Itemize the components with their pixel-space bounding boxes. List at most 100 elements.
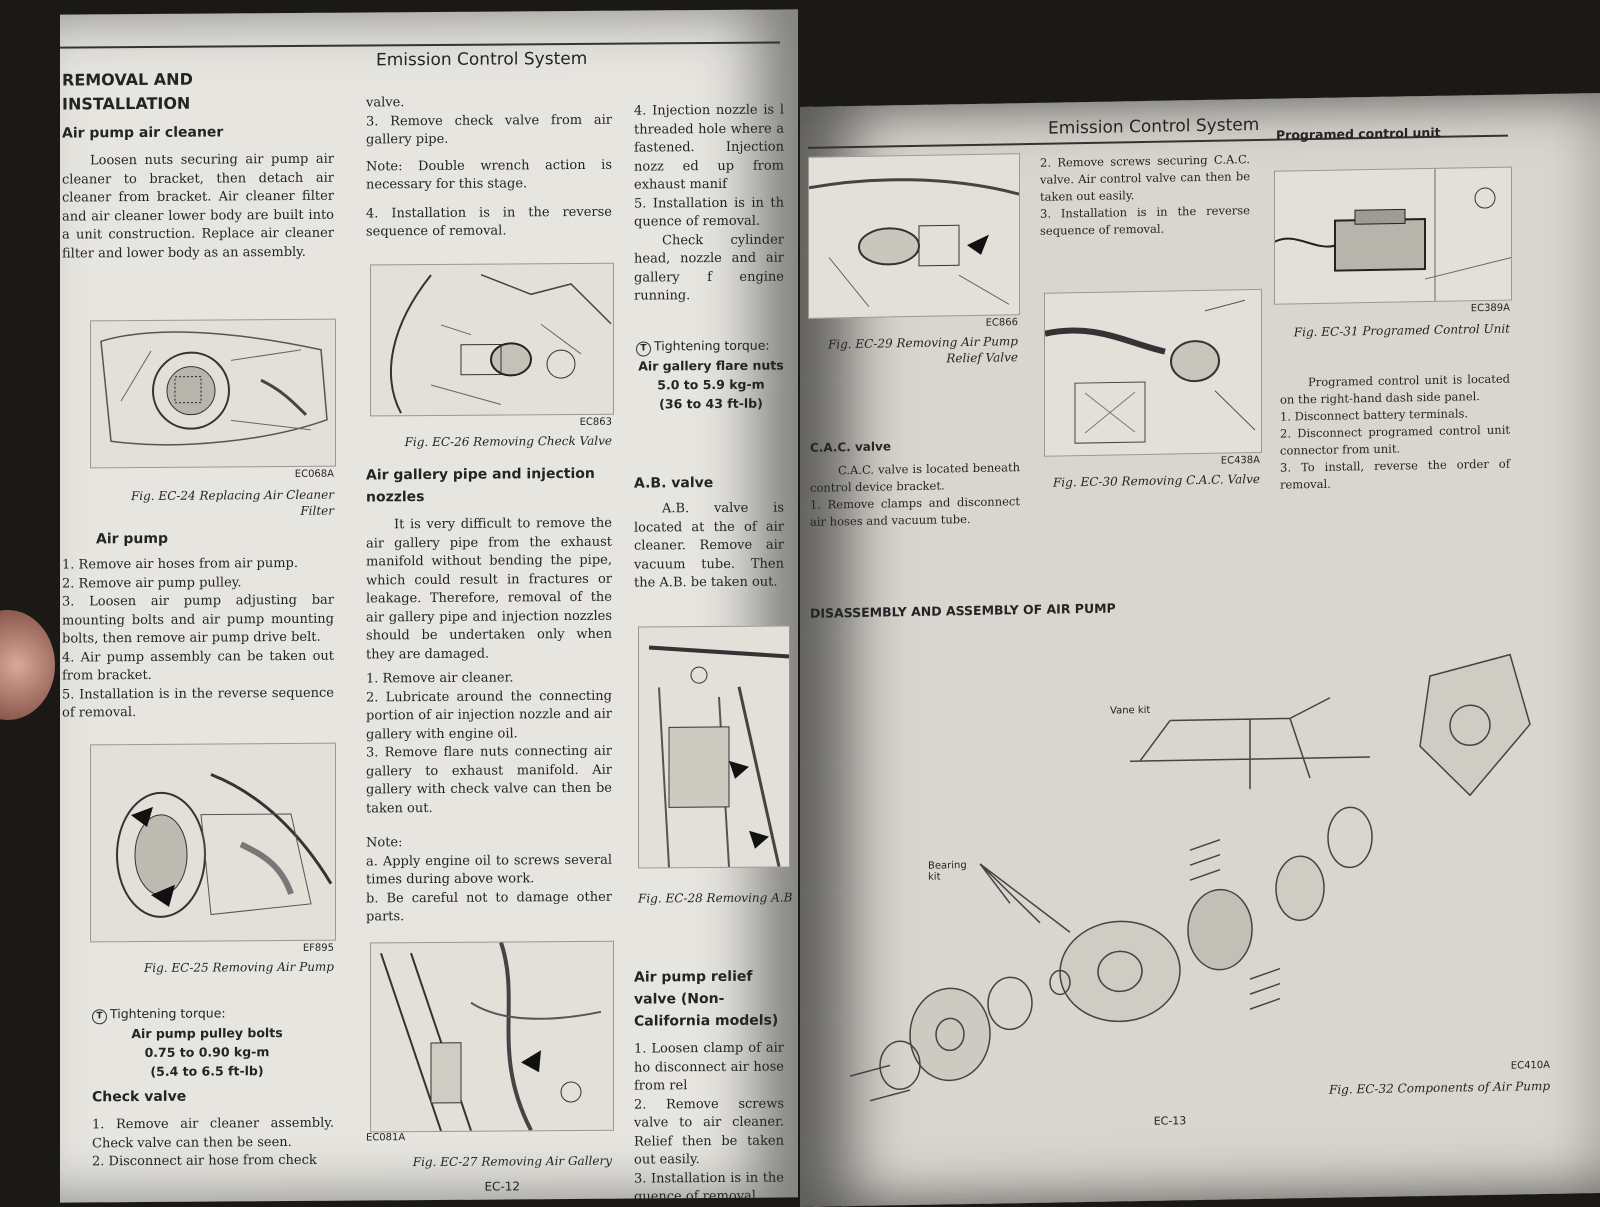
injection-step-4: 4. Injection nozzle is l threaded hole w… xyxy=(634,102,784,193)
fig24-caption: Fig. EC-24 Replacing Air Cleaner Filter xyxy=(130,487,334,518)
air-gallery-step: 1. Remove air cleaner. xyxy=(366,670,514,687)
injection-step-5: 5. Installation is in th quence of remov… xyxy=(634,195,784,230)
left-page: Emission Control System REMOVAL AND INST… xyxy=(60,9,798,1203)
arrow-icon xyxy=(749,830,769,849)
figure-ec26 xyxy=(370,262,614,417)
check-valve-cont: valve. xyxy=(366,95,405,111)
torque-item: Air pump pulley bolts xyxy=(131,1025,283,1042)
relief-step: 2. Remove screws valve to air cleaner. R… xyxy=(634,1096,784,1168)
figure-ec24 xyxy=(90,318,336,469)
check-valve-section: Check valve 1. Remove air cleaner assemb… xyxy=(62,1085,334,1172)
ab-valve-illustration xyxy=(648,645,789,868)
programed-control-heading: Programed control unit xyxy=(1276,124,1441,143)
fig26-code: EC863 xyxy=(579,416,612,428)
air-pump-section: Air pump 1. Remove air hoses from air pu… xyxy=(62,527,334,723)
right-column-2-top: 2. Remove screws securing C.A.C. valve. … xyxy=(1040,151,1250,240)
air-pump-step: 3. Loosen air pump adjusting bar mountin… xyxy=(62,592,334,647)
check-valve-step-4: 4. Installation is in the reverse sequen… xyxy=(366,204,612,240)
air-pump-illustration xyxy=(116,773,333,918)
torque-icon: T xyxy=(636,341,651,357)
torque-label: Tightening torque: xyxy=(654,337,770,354)
left-page-number: EC-12 xyxy=(484,1179,520,1194)
torque-value: 5.0 to 5.9 kg-m xyxy=(657,376,765,393)
torque-value-alt: (36 to 43 ft-lb) xyxy=(659,395,763,412)
vane-kit-label: Vane kit xyxy=(1110,704,1151,717)
injection-check-text: Check cylinder head, nozzle and air gall… xyxy=(634,232,784,304)
torque-item: Air gallery flare nuts xyxy=(638,357,784,374)
left-page-header: Emission Control System xyxy=(376,48,588,71)
right-page: Emission Control System EC866 Fig. EC-29… xyxy=(800,93,1600,1207)
fig28-caption: Fig. EC-28 Removing A.B xyxy=(638,890,793,906)
right-page-number: EC-13 xyxy=(1153,1114,1187,1128)
relief-valve-steps: 1. Loosen clamp of air ho disconnect air… xyxy=(634,1040,784,1203)
air-pump-steps: 1. Remove air hoses from air pump. 2. Re… xyxy=(62,555,334,723)
note2-item: b. Be careful not to damage other parts. xyxy=(366,889,612,925)
torque-value-alt: (5.4 to 6.5 ft-lb) xyxy=(150,1063,264,1079)
fig29-caption: Fig. EC-29 Removing Air Pump Relief Valv… xyxy=(827,334,1018,366)
right-page-header: Emission Control System xyxy=(1048,114,1260,139)
fig27-caption: Fig. EC-27 Removing Air Gallery xyxy=(412,1153,612,1170)
fig30-caption: Fig. EC-30 Removing C.A.C. Valve xyxy=(1052,471,1260,490)
note2-title: Note: xyxy=(366,835,403,851)
figure-ec30 xyxy=(1044,288,1262,457)
arrow-icon xyxy=(521,1050,541,1073)
fig24-code: EC068A xyxy=(294,468,334,480)
air-gallery-step: 2. Lubricate around the connecting porti… xyxy=(366,688,612,742)
figure-ec29 xyxy=(808,153,1020,319)
relief-valve-heading: Air pump relief valve (Non-California mo… xyxy=(634,968,779,1030)
air-pump-exploded-view xyxy=(849,653,1531,1102)
control-unit-illustration xyxy=(1275,168,1511,301)
air-cleaner-illustration xyxy=(100,331,328,446)
left-column-3-top: 4. Injection nozzle is l threaded hole w… xyxy=(634,102,784,307)
left-column-1: REMOVAL AND INSTALLATION Air pump air cl… xyxy=(62,67,334,264)
check-valve-step-3: 3. Remove check valve from air gallery p… xyxy=(366,112,612,148)
figure-ec31 xyxy=(1274,166,1512,305)
cac-step-2: 2. Remove screws securing C.A.C. valve. … xyxy=(1040,152,1250,204)
relief-step: 3. Installation is in the quence of remo… xyxy=(634,1170,784,1203)
check-valve-illustration xyxy=(390,273,612,414)
figure-ec27 xyxy=(370,940,614,1133)
fig27-code: EC081A xyxy=(366,1132,406,1144)
arrow-icon xyxy=(131,806,153,827)
check-valve-step: 1. Remove air cleaner assembly. Check va… xyxy=(92,1115,334,1151)
cac-step-1: 1. Remove clamps and disconnect air hose… xyxy=(810,494,1020,529)
air-pump-step: 5. Installation is in the reverse sequen… xyxy=(62,685,334,721)
air-pump-step: 1. Remove air hoses from air pump. xyxy=(62,555,299,573)
control-unit-step: 3. To install, reverse the order of remo… xyxy=(1280,456,1510,492)
cac-step-3: 3. Installation is in the reverse sequen… xyxy=(1040,203,1250,238)
arrow-icon xyxy=(729,760,749,779)
torque-value: 0.75 to 0.90 kg-m xyxy=(144,1044,270,1060)
fig25-code: EF895 xyxy=(302,942,334,954)
air-gallery-illustration xyxy=(380,941,602,1132)
fig31-caption: Fig. EC-31 Programed Control Unit xyxy=(1293,321,1510,340)
fig25-caption: Fig. EC-25 Removing Air Pump xyxy=(143,959,334,975)
relief-step: 1. Loosen clamp of air ho disconnect air… xyxy=(634,1040,784,1094)
ab-valve-heading: A.B. valve xyxy=(634,475,714,492)
arrow-icon xyxy=(967,234,989,255)
control-unit-step: 2. Disconnect programed control unit con… xyxy=(1280,422,1510,458)
section-title: REMOVAL AND INSTALLATION xyxy=(62,69,193,114)
note2-item: a. Apply engine oil to screws several ti… xyxy=(366,852,612,888)
fig30-code: EC438A xyxy=(1220,454,1260,467)
cac-valve-heading: C.A.C. valve xyxy=(810,439,891,455)
air-pump-step: 4. Air pump assembly can be taken out fr… xyxy=(62,648,334,684)
figure-ec28 xyxy=(638,625,790,869)
cac-valve-section: C.A.C. valve C.A.C. valve is located ben… xyxy=(810,433,1020,531)
air-gallery-section: Air gallery pipe and injection nozzles I… xyxy=(366,463,612,927)
disassembly-heading: DISASSEMBLY AND ASSEMBLY OF AIR PUMP xyxy=(810,600,1116,621)
note-double-wrench: Note: Double wrench action is necessary … xyxy=(366,157,612,193)
ab-valve-section: A.B. valve A.B. valve is located at the … xyxy=(634,472,784,594)
torque-icon: T xyxy=(92,1009,107,1025)
cac-valve-text: C.A.C. valve is located beneath control … xyxy=(810,460,1020,529)
torque-label: Tightening torque: xyxy=(110,1005,226,1022)
arrow-icon xyxy=(151,884,175,907)
air-gallery-text: It is very difficult to remove the air g… xyxy=(366,515,612,927)
programed-control-text: Programed control unit is located on the… xyxy=(1280,371,1510,492)
check-valve-steps: 1. Remove air cleaner assembly. Check va… xyxy=(62,1115,334,1172)
thumb xyxy=(0,610,55,720)
cac-valve-illustration xyxy=(1045,299,1256,444)
check-valve-heading: Check valve xyxy=(92,1088,187,1106)
check-valve-step: 2. Disconnect air hose from check xyxy=(92,1152,317,1170)
